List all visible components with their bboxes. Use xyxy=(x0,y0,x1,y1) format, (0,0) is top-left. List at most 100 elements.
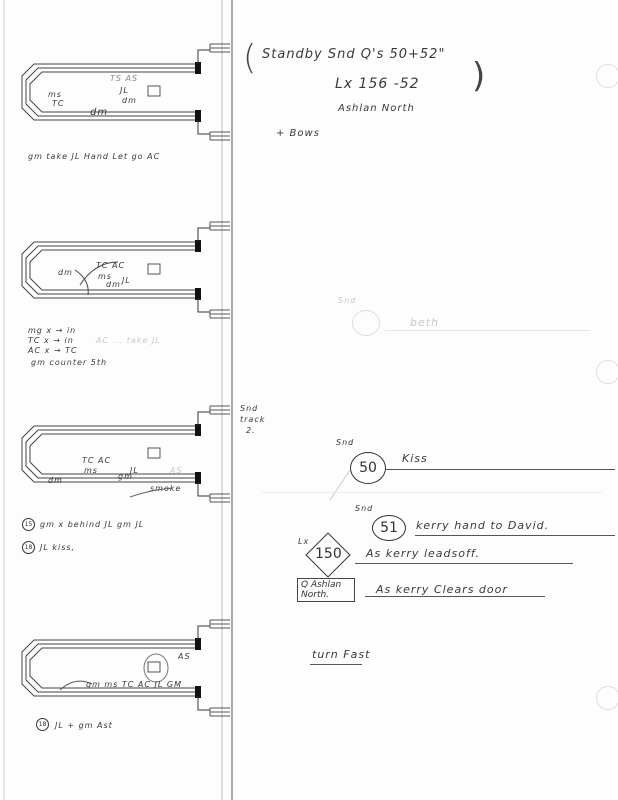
binder-hole xyxy=(596,64,618,88)
wing-line xyxy=(197,696,210,711)
set-piece xyxy=(147,447,161,459)
proscenium-post xyxy=(195,62,201,74)
focus-circle xyxy=(143,653,169,683)
movement-arrow xyxy=(74,269,89,296)
standby-line-2: Lx 156 -52 xyxy=(335,76,420,92)
d3-label-tc-ac: TC AC xyxy=(82,456,112,465)
stage-outline xyxy=(21,639,198,697)
proscenium-post xyxy=(195,288,201,300)
standby-line-3: Ashlan North xyxy=(338,103,415,114)
proscenium-post xyxy=(195,110,201,122)
d2-note-3: AC x → TC xyxy=(28,346,78,355)
d3-label-ms: ms xyxy=(84,466,98,475)
cue-ashlan-text: As kerry Clears door xyxy=(376,583,508,596)
d2-label-dm2: dm xyxy=(106,280,121,289)
d4-note-num: 18 xyxy=(36,718,49,731)
wing-line xyxy=(197,49,210,64)
d3-label-jl: JL xyxy=(130,466,139,475)
d2-label-tc-ac: TC AC xyxy=(96,261,126,270)
wing-line xyxy=(197,298,210,313)
proscenium-post xyxy=(195,240,201,252)
paren-close: ) xyxy=(472,56,487,96)
d1-label-tc: TC xyxy=(52,99,65,108)
stage-outline xyxy=(25,429,198,479)
d3-note-1-num: 15 xyxy=(22,518,35,531)
cue-51-text: kerry hand to David. xyxy=(416,519,550,532)
wing-line xyxy=(197,482,210,497)
wing-line xyxy=(197,227,210,242)
binder-hole xyxy=(596,686,618,710)
cue-150-number: 150 xyxy=(315,546,342,562)
faint-cue-line xyxy=(385,330,590,331)
wing-line xyxy=(197,411,210,426)
cue-50-line xyxy=(385,469,615,470)
d2-label-jl: JL xyxy=(122,276,131,285)
d3-label-smoke: smoke xyxy=(150,484,182,493)
faint-row-line xyxy=(262,492,602,493)
stage-outline xyxy=(25,643,198,693)
faint-connector xyxy=(329,469,351,501)
proscenium-post xyxy=(195,472,201,484)
d2-label-dm: dm xyxy=(58,268,73,277)
set-piece xyxy=(147,85,161,97)
proscenium-post xyxy=(195,424,201,436)
stage-outline xyxy=(21,425,198,483)
cue-150-line xyxy=(355,563,573,564)
d1-label-ts: TS AS xyxy=(110,74,139,83)
d1-label-ms: ms xyxy=(48,90,62,99)
stage-outline xyxy=(21,241,198,299)
stage-outline xyxy=(29,647,198,689)
d3-note-1-text: gm x behind JL gm JL xyxy=(40,520,145,529)
cue-50-text: Kiss xyxy=(402,452,428,465)
movement-arrow xyxy=(79,261,119,286)
d4-note-text: JL + gm Ast xyxy=(55,721,113,730)
d3-note-2-text: JL kiss, xyxy=(40,543,76,552)
d1-caption: gm take JL Hand Let go AC xyxy=(28,152,161,161)
binder-hole xyxy=(596,360,618,384)
faint-cue-text: beth xyxy=(410,316,440,329)
cue-51-number: 51 xyxy=(372,515,406,541)
turn-fast-underline xyxy=(310,664,362,665)
d2-label-ms: ms xyxy=(98,272,112,281)
faint-cue-circle xyxy=(352,310,380,336)
movement-arrow xyxy=(129,487,173,498)
stage-outline xyxy=(25,245,198,295)
d2-note-4: gm counter 5th xyxy=(31,358,108,367)
d3-label-dm: dm xyxy=(48,476,63,485)
d2-note-2: TC x → in xyxy=(28,336,74,345)
d4-label-as: AS xyxy=(178,652,191,661)
d3-label-gm: gm xyxy=(118,472,133,481)
snd-track-note-2: track xyxy=(240,415,266,424)
wing-line xyxy=(197,625,210,640)
cue-51-dept: Snd xyxy=(355,504,374,513)
d1-label-jl: JL xyxy=(120,86,129,95)
standby-line-1: Standby Snd Q's 50+52" xyxy=(262,47,446,62)
cue-51-line xyxy=(415,535,615,536)
movement-arrow xyxy=(59,680,93,691)
paren-open: ( xyxy=(243,38,258,78)
stage-outline xyxy=(21,63,198,121)
d1-label-dm2: dm xyxy=(122,96,137,105)
proscenium-post xyxy=(195,638,201,650)
d2-note-1: mg x → in xyxy=(28,326,77,335)
turn-fast-note: turn Fast xyxy=(312,648,371,661)
faint-cue-dept: Snd xyxy=(338,296,357,305)
set-piece xyxy=(147,263,161,275)
proscenium-post xyxy=(195,686,201,698)
wing-line xyxy=(197,120,210,135)
snd-track-note-1: Snd xyxy=(240,404,259,413)
cue-150-text: As kerry leadsoff. xyxy=(366,547,480,560)
stage-outline xyxy=(25,67,198,117)
cue-ashlan-box: Q Ashlan North. xyxy=(297,578,355,602)
cue-50-number: 50 xyxy=(350,452,386,484)
set-piece xyxy=(147,661,161,673)
cue-ashlan-line xyxy=(365,596,545,597)
d1-label-dm: dm xyxy=(90,107,109,118)
cue-150-dept: Lx xyxy=(298,537,310,546)
d3-label-as: AS xyxy=(170,466,183,475)
d3-note-2-num: 18 xyxy=(22,541,35,554)
stage-outline xyxy=(29,249,198,291)
stage-outline xyxy=(29,433,198,475)
